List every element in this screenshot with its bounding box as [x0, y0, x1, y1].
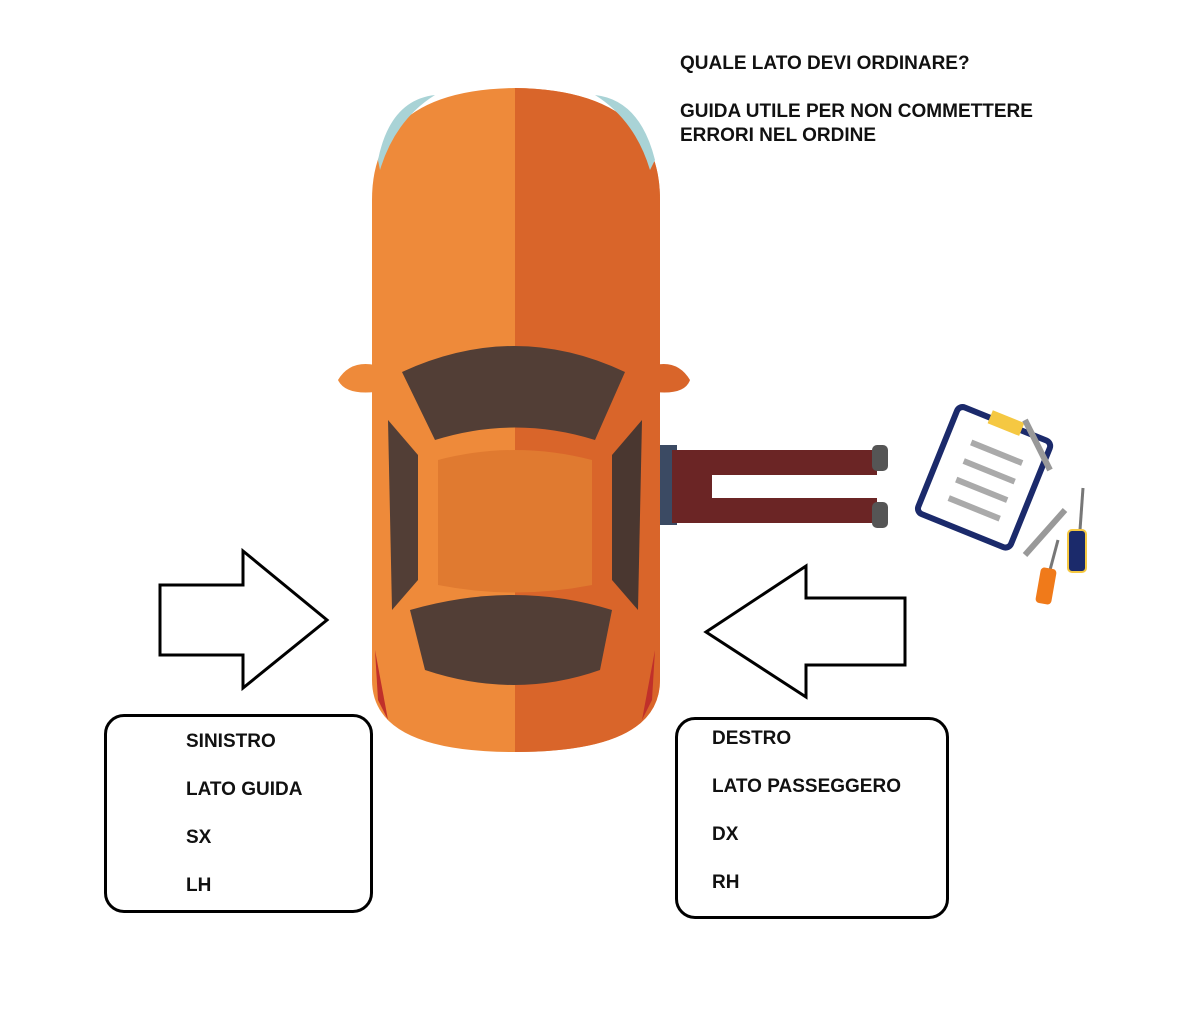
right-label-rh: RH — [712, 872, 740, 893]
right-label-destro: DESTRO — [712, 728, 792, 749]
left-label-sx: SX — [186, 827, 212, 848]
left-label-sinistro: SINISTRO — [186, 731, 276, 752]
left-label-lato-guida: LATO GUIDA — [186, 779, 303, 800]
left-label-lh: LH — [186, 875, 212, 896]
question-title: QUALE LATO DEVI ORDINARE? — [680, 53, 970, 74]
right-label-dx: DX — [712, 824, 739, 845]
arrow-right-icon — [158, 547, 330, 692]
left-side-box: SINISTRO LATO GUIDA SX LH — [104, 714, 373, 913]
right-label-lato-passeggero: LATO PASSEGGERO — [712, 776, 901, 797]
mechanic-legs-icon — [652, 445, 888, 528]
right-side-box: DESTRO LATO PASSEGGERO DX RH — [675, 717, 949, 919]
subtitle-line-2: ERRORI NEL ORDINE — [680, 125, 877, 146]
car-top-view-icon — [338, 88, 690, 752]
clipboard-tools-icon — [914, 404, 1087, 605]
subtitle-line-1: GUIDA UTILE PER NON COMMETTERE — [680, 101, 1033, 122]
arrow-left-icon — [703, 563, 907, 700]
